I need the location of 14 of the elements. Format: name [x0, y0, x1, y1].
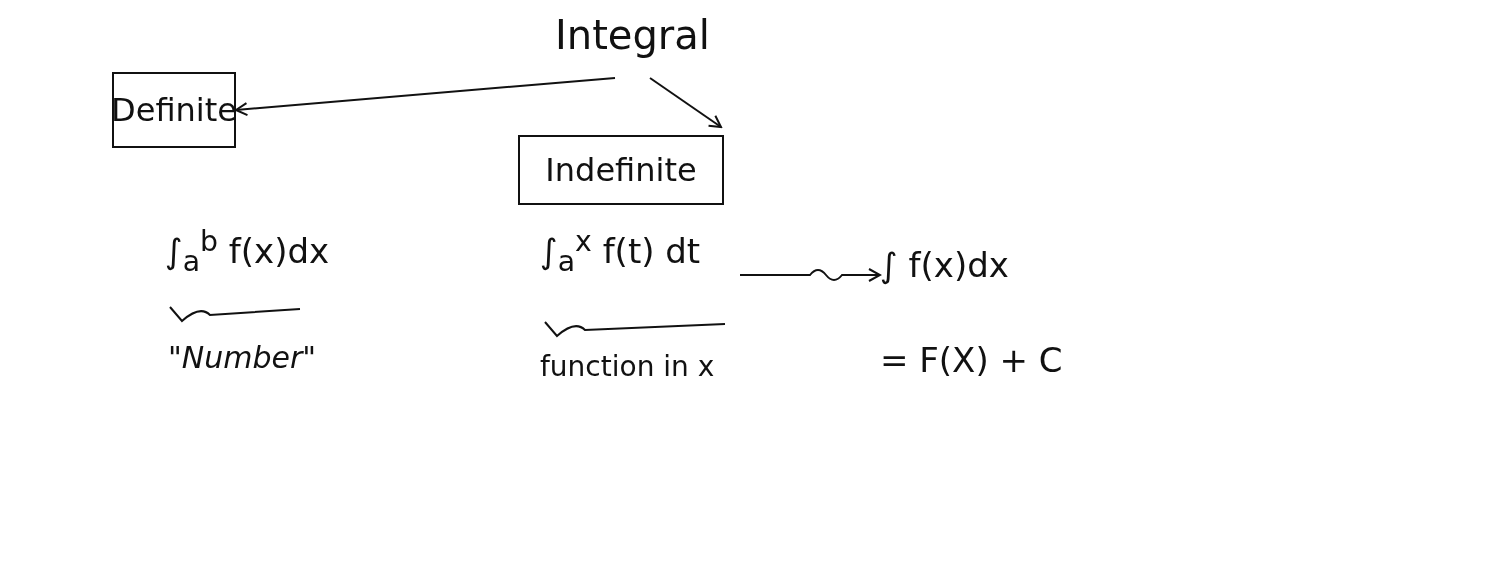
integral-formula: ∫$_{a}$$^{b}$ f(x)dx [165, 225, 330, 279]
note-text: "Number" [168, 340, 317, 375]
box-label: Indefinite [545, 151, 697, 189]
integral-formula: ∫ f(x)dx [880, 245, 1010, 285]
integral-formula: ∫$_{a}$$^{x}$ f(t) dt [540, 225, 702, 279]
arrow [235, 77, 616, 117]
arrow [739, 268, 881, 282]
box-label: Definite [111, 91, 237, 129]
note-text: function in x [540, 350, 715, 383]
title-text: Integral [555, 12, 705, 58]
process-box [518, 135, 724, 205]
result-formula: = F(X) + C [880, 340, 1064, 380]
arrow [649, 77, 722, 128]
process-box [112, 72, 236, 148]
